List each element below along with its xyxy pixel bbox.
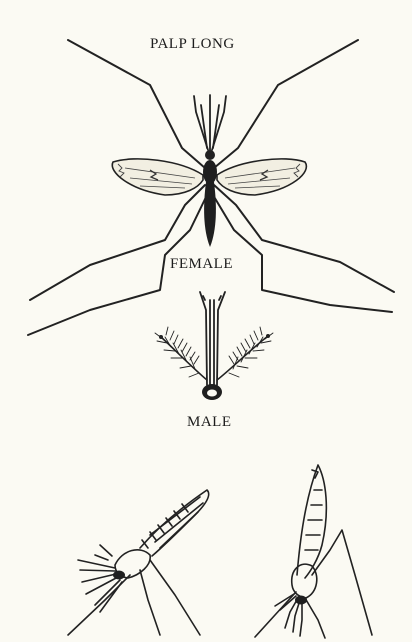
male-label: MALE <box>187 414 232 431</box>
male-head-detail <box>155 292 273 400</box>
resting-mosquito-left <box>68 490 209 635</box>
palp-long-label: PALP LONG <box>150 36 235 53</box>
left-wing <box>112 159 203 195</box>
female-label: FEMALE <box>168 256 235 273</box>
female-head-appendages <box>194 95 226 150</box>
female-mosquito <box>28 40 394 335</box>
resting-mosquito-right <box>255 465 372 638</box>
right-wing <box>217 159 306 195</box>
female-body <box>203 150 217 247</box>
